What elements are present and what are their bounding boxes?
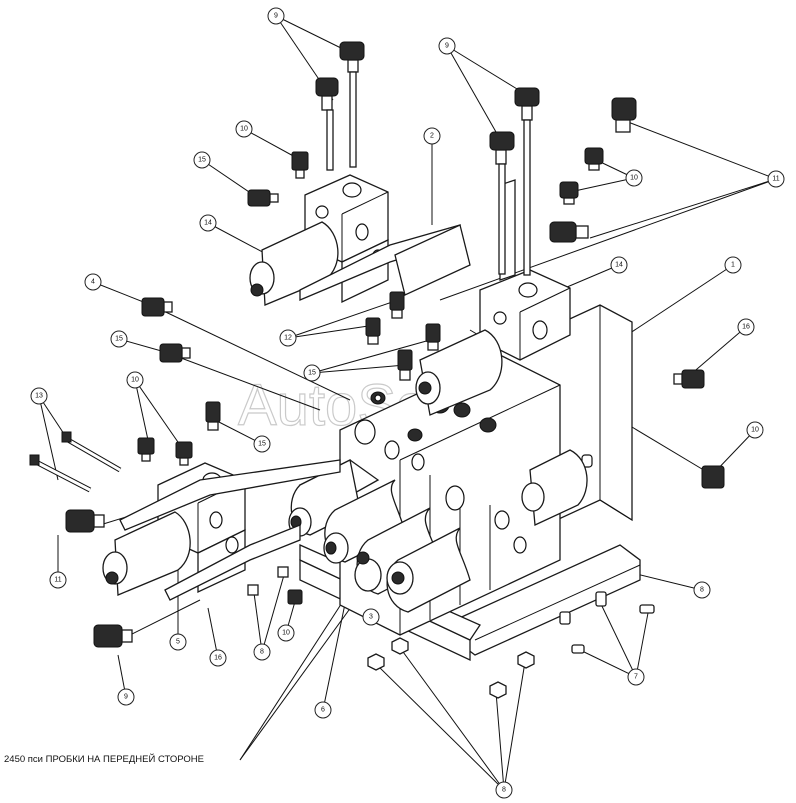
svg-text:2: 2 [430,133,434,140]
svg-text:11: 11 [54,577,61,584]
misc-plugs [141,147,725,489]
svg-text:16: 16 [742,324,750,331]
svg-text:13: 13 [35,393,43,400]
elbow-fittings [65,41,637,648]
callout-10-a: 10 [235,120,253,138]
svg-text:9: 9 [445,43,449,50]
svg-text:6: 6 [321,707,325,714]
callout-1: 1 [724,256,742,274]
svg-text:8: 8 [700,587,704,594]
svg-text:8: 8 [260,649,264,656]
svg-text:11: 11 [772,176,779,183]
callout-9-c: 9 [117,688,135,706]
solenoid-coils [288,449,588,613]
svg-text:7: 7 [634,674,638,681]
left-valve-section [102,459,341,601]
callout-15-b: 15 [303,364,321,382]
pressure-note: 2450 пси ПРОБКИ НА ПЕРЕДНЕЙ СТОРОНЕ [4,753,204,765]
callout-9-a: 9 [267,7,285,25]
upper-left-valve [249,174,471,306]
svg-text:10: 10 [131,377,139,384]
svg-text:12: 12 [284,335,292,342]
callout-11-b: 11 [49,571,67,589]
svg-text:9: 9 [274,13,278,20]
callout-2: 2 [423,127,441,145]
svg-text:10: 10 [240,126,248,133]
svg-text:10: 10 [282,630,290,637]
callout-13: 13 [30,387,48,405]
callout-14-b: 14 [610,256,628,274]
callout-6: 6 [314,701,332,719]
callout-10-b: 10 [625,169,643,187]
svg-text:3: 3 [369,614,373,621]
callout-10-e: 10 [277,624,295,642]
svg-text:10: 10 [751,427,759,434]
svg-text:10: 10 [630,175,638,182]
callout-9-b: 9 [438,37,456,55]
callout-10-c: 10 [746,421,764,439]
callout-11-a: 11 [767,170,785,188]
svg-text:15: 15 [308,370,316,377]
svg-text:1: 1 [731,262,735,269]
callout-8-a: 8 [253,643,271,661]
callout-14-a: 14 [199,214,217,232]
callout-8-c: 8 [495,781,513,799]
svg-text:14: 14 [615,262,623,269]
callout-12: 12 [279,329,297,347]
callout-15-c: 15 [110,330,128,348]
callout-10-d: 10 [126,371,144,389]
callout-15-d: 15 [253,435,271,453]
callout-5: 5 [169,633,187,651]
callout-3: 3 [362,608,380,626]
callout-16-a: 16 [737,318,755,336]
left-plugs [137,401,303,605]
bottom-hardware [367,591,655,699]
callout-15-a: 15 [193,151,211,169]
svg-text:15: 15 [258,441,266,448]
callout-4: 4 [84,273,102,291]
svg-text:8: 8 [502,787,506,794]
svg-text:9: 9 [124,694,128,701]
callout-8-b: 8 [693,581,711,599]
svg-text:14: 14 [204,220,212,227]
svg-text:15: 15 [115,336,123,343]
center-fittings [365,291,497,442]
svg-text:5: 5 [176,639,180,646]
long-bolts [29,431,122,493]
svg-text:4: 4 [91,279,95,286]
svg-text:16: 16 [214,655,222,662]
callout-16-b: 16 [209,649,227,667]
callout-7: 7 [627,668,645,686]
svg-text:15: 15 [198,157,206,164]
